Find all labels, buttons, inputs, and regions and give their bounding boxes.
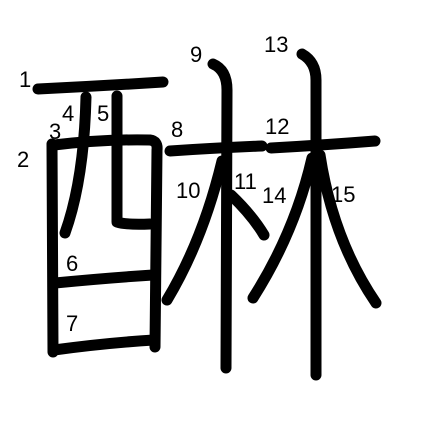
stroke-14: [247, 152, 318, 304]
stroke-2: [46, 138, 59, 358]
stroke-12: [265, 135, 381, 154]
stroke-5: [111, 90, 156, 230]
stroke-11: [225, 189, 270, 241]
label-8: 8: [171, 117, 183, 142]
stroke-8: [164, 140, 268, 157]
label-11: 11: [234, 169, 257, 194]
label-14: 14: [262, 183, 286, 208]
label-12: 12: [265, 114, 289, 139]
label-6: 6: [66, 251, 78, 276]
label-9: 9: [190, 42, 202, 67]
label-3: 3: [49, 119, 61, 144]
stroke-10: [161, 155, 228, 306]
label-5: 5: [97, 101, 109, 126]
stroke-7: [48, 334, 160, 356]
stroke-9: [207, 58, 233, 374]
stroke-6: [49, 269, 159, 289]
label-1: 1: [19, 67, 31, 92]
label-2: 2: [17, 147, 29, 172]
stroke-15: [314, 149, 382, 309]
label-10: 10: [176, 178, 200, 203]
label-7: 7: [66, 311, 78, 336]
stroke-1: [32, 76, 169, 95]
label-15: 15: [331, 182, 355, 207]
label-4: 4: [62, 101, 74, 126]
label-13: 13: [264, 32, 288, 57]
stroke-4: [59, 91, 92, 239]
stroke-13: [296, 48, 322, 381]
